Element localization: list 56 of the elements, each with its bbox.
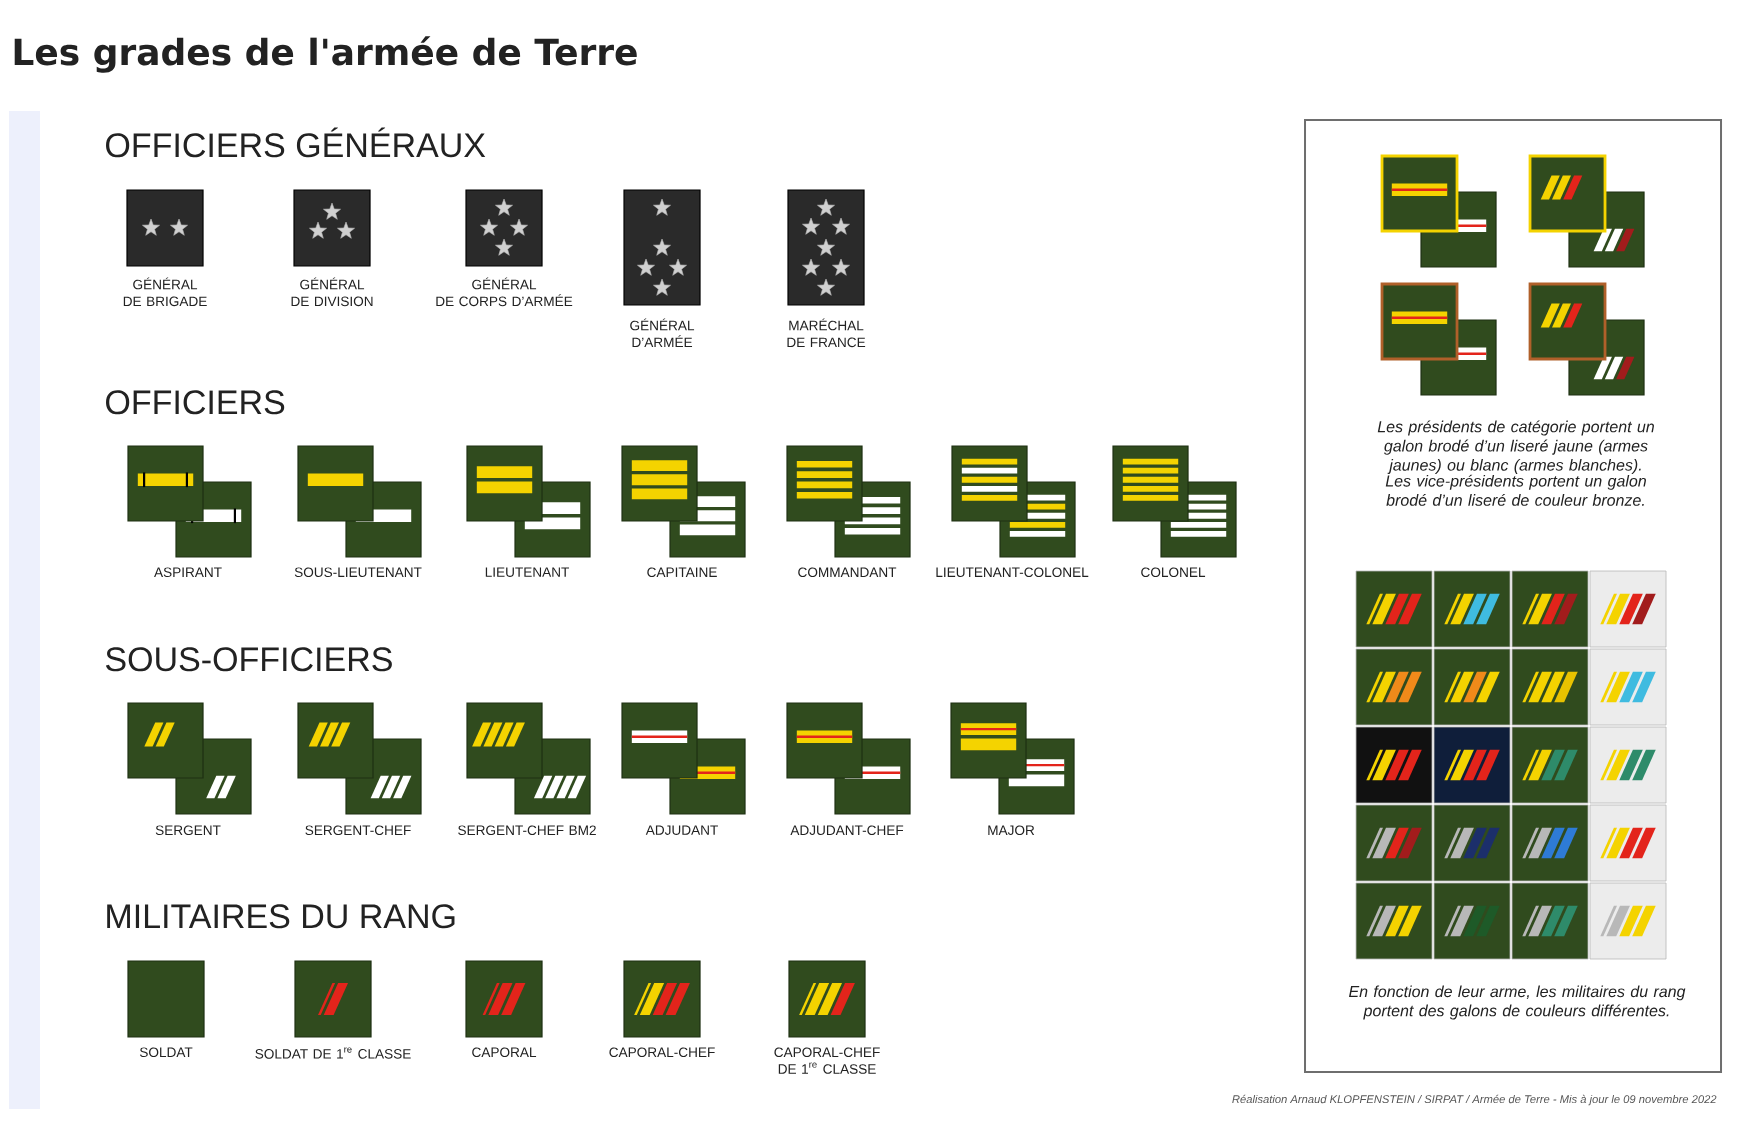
insignia-drawing [1589, 570, 1667, 648]
page-title: Les grades de l'armée de Terre [14, 36, 637, 73]
insignia-drawing [1380, 154, 1497, 268]
section-heading: OFFICIERS [106, 390, 285, 415]
section-heading: MILITAIRES DU RANG [107, 904, 455, 929]
insignia-drawing [1355, 570, 1433, 648]
rank-caption: CAPORAL-CHEF [609, 1047, 715, 1058]
insignia-drawing [1589, 882, 1667, 960]
rank-caption: ADJUDANT [645, 825, 718, 835]
rank-caption: GÉNÉRAL DE BRIGADE [123, 277, 207, 307]
rank-caption: COMMANDANT [798, 567, 897, 578]
rank-caption: MARÉCHAL DE FRANCE [787, 318, 866, 348]
insignia-drawing [1355, 882, 1433, 960]
insignia-drawing [1528, 282, 1645, 396]
insignia-drawing [1511, 882, 1589, 960]
insignia-drawing [1380, 282, 1497, 396]
insignia-drawing [1511, 726, 1589, 804]
rank-caption: SERGENT [155, 825, 221, 836]
rank-caption: ASPIRANT [154, 567, 222, 578]
insignia-drawing [1433, 726, 1511, 804]
section-heading: SOUS-OFFICIERS [105, 647, 392, 672]
insignia-drawing [1355, 726, 1433, 804]
rank-caption: SERGENT-CHEF BM2 [458, 825, 596, 836]
rank-caption: COLONEL [1141, 567, 1206, 578]
insignia-drawing [1433, 648, 1511, 726]
insignia-drawing [1511, 804, 1589, 882]
insignia-drawing [1433, 882, 1511, 960]
insignia-drawing [1589, 726, 1667, 804]
insignia-drawing [1589, 648, 1667, 726]
rank-caption: MAJOR [988, 825, 1035, 836]
rank-caption: GÉNÉRAL D’ARMÉE [630, 318, 695, 347]
rank-caption: SOUS-LIEUTENANT [294, 567, 422, 578]
rank-caption: ADJUDANT-CHEF [790, 825, 904, 836]
insignia-drawing [1589, 804, 1667, 882]
rank-caption: GÉNÉRAL DE CORPS D’ARMÉE [436, 277, 573, 307]
note-text: Les vice-présidents portent un galon brodé d’un liseré de couleur bronze. [1385, 474, 1646, 506]
insignia-drawing [1511, 570, 1589, 648]
insignia-drawing [1528, 154, 1645, 268]
note-text: Les présidents de catégorie portent un galon brodé d’un liseré jaune (armes jaunes) ou blanc (armes blanches). [1377, 420, 1654, 474]
rank-caption: LIEUTENANT [485, 567, 569, 577]
rank-caption: CAPORAL-CHEF DE 1$^{re}$ CLASSE [774, 1047, 880, 1074]
credit-line: Réalisation Arnaud KLOPFENSTEIN / SIRPAT / Armée de Terre - Mis à jour le 09 novembre 2022 [1232, 1094, 1717, 1106]
insignia-drawing [1355, 648, 1433, 726]
insignia-drawing [1433, 570, 1511, 648]
rank-caption: LIEUTENANT-COLONEL [936, 567, 1089, 578]
section-heading: OFFICIERS GÉNÉRAUX [106, 127, 486, 158]
insignia-drawing [1355, 804, 1433, 882]
rank-caption: CAPITAINE [647, 567, 717, 578]
rank-caption: SOLDAT DE 1$^{re}$ CLASSE [255, 1047, 411, 1059]
rank-caption: GÉNÉRAL DE DIVISION [291, 277, 373, 307]
rank-caption: CAPORAL [472, 1047, 537, 1058]
rank-caption: SERGENT-CHEF [305, 825, 411, 836]
note-text: En fonction de leur arme, les militaires du rang portent des galons de couleurs différentes. [1349, 985, 1686, 1020]
insignia-drawing [1511, 648, 1589, 726]
rank-caption: SOLDAT [139, 1047, 193, 1058]
insignia-drawing [1433, 804, 1511, 882]
